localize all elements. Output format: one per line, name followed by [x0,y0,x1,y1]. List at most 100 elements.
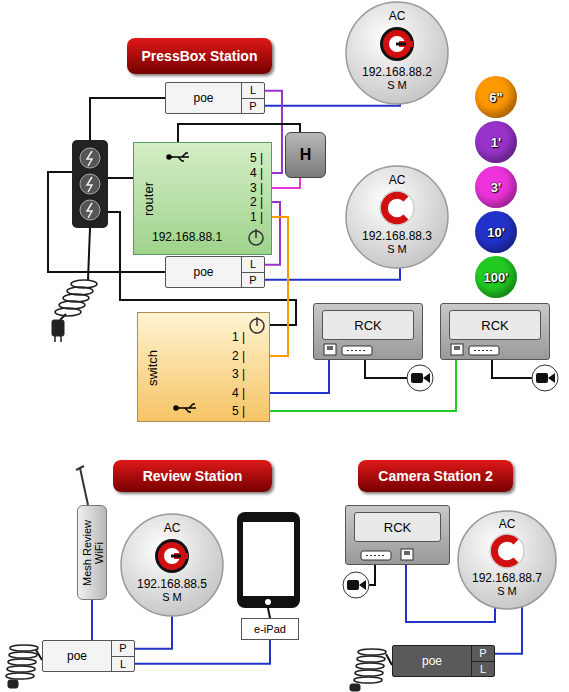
illustration-part [72,140,108,228]
device-detail [346,166,448,268]
port-label: P [249,274,256,286]
port-label: P [479,647,486,659]
network-cable [265,104,400,106]
illustration-part [108,177,133,179]
illustration-part [76,466,84,470]
access-point: AC 192.168.88.5S M [120,513,224,617]
port-label: L [250,258,256,270]
text-slot: L [112,657,134,672]
illustration-part [8,659,36,665]
device-detail [380,191,414,225]
illustration-part [265,599,271,605]
legend-swatch: 6" [475,76,517,118]
illustration-part [80,200,100,220]
device-detail [404,551,410,555]
port-label: 5 | [250,150,263,166]
text-slot: S M [120,591,224,603]
illustration-part [532,365,558,391]
legend-text: 10' [487,225,505,240]
port-label: 1 | [232,329,245,345]
device-detail [451,344,463,355]
power-strip [72,140,108,228]
text-slot: L [472,662,494,677]
device-detail [380,27,414,61]
network-cable [495,607,522,654]
poe-injector: poeLP [165,82,265,114]
text-slot: 3 | [250,180,263,196]
node-label: RCK [384,520,411,535]
port-label: 3 | [232,366,245,382]
device-detail [347,350,367,351]
device-detail [155,539,189,573]
illustration-part [55,336,61,342]
text-slot: H [300,146,312,164]
legend-text: 6" [489,90,502,105]
text-slot: poe [43,641,111,671]
screen-box: RCK [449,310,541,340]
text-slot: S M [457,585,557,597]
illustration-part [6,673,34,679]
device-detail [346,2,448,104]
device-detail [474,350,494,351]
illustration-part [369,565,375,585]
hub-box: H [285,132,326,178]
text-slot: 4 | [250,165,263,181]
text-slot: P [242,99,264,114]
device-detail [167,153,189,161]
illustration-part [536,373,548,383]
legend-swatch: 1' [475,121,517,163]
node-label: Mesh Review WiFi [81,514,105,592]
port-label: P [119,642,126,654]
illustration-part [356,663,384,669]
legend-text: 1' [491,135,501,150]
device-detail [366,555,386,556]
illustration-part [343,572,369,598]
poe-injector: poe PL [42,640,135,672]
text-slot: 5 | [232,403,245,419]
node-label: poe [193,91,213,105]
port-label: S M [387,79,407,91]
port-label: 192.168.88.3 [362,229,432,243]
device-detail [174,406,178,410]
ipad-picture [237,512,300,618]
illustration-part [359,580,366,590]
illustration-part [347,580,359,590]
mesh-wifi-unit: Mesh Review WiFi [77,505,107,600]
access-point: AC 192.168.88.7S M [457,510,557,610]
text-slot: AC [120,521,224,535]
node-label: RCK [354,318,381,333]
port-label: 192.168.88.7 [472,571,542,585]
illustration-part [87,151,92,218]
device-detail [171,555,181,558]
port-label: S M [162,591,182,603]
rck-unit: RCK [313,303,423,360]
text-slot: switch [145,350,160,386]
legend-text: 3' [491,180,501,195]
node-label: router [141,182,156,216]
device-detail [380,191,414,225]
device-detail [342,346,372,355]
port-column: LP [241,257,264,287]
illustration-part [268,608,270,618]
text-slot: PressBox Station [142,48,258,64]
illustration-part [55,308,81,316]
access-point: AC192.168.88.2S M [345,1,449,105]
station-title: PressBox Station [127,38,272,74]
poe-injector: poeLP [165,256,265,288]
illustration-part [80,468,88,505]
node-label: AC [499,517,516,531]
text-slot: 2 | [232,348,245,364]
ipad-adapter: e-iPad [241,618,299,640]
device-detail [401,549,413,560]
text-slot: AC [345,9,449,23]
device-detail [164,548,180,564]
illustration-part [354,677,382,683]
node-label: H [300,146,312,164]
text-slot: P [472,646,494,662]
device-detail [384,195,406,220]
text-slot: router [141,182,156,216]
node-label: PressBox Station [142,48,258,64]
text-slot: Mesh Review WiFi [81,514,105,592]
text-slot: 192.168.88.3 [345,229,449,243]
port-label: 192.168.88.5 [137,577,207,591]
